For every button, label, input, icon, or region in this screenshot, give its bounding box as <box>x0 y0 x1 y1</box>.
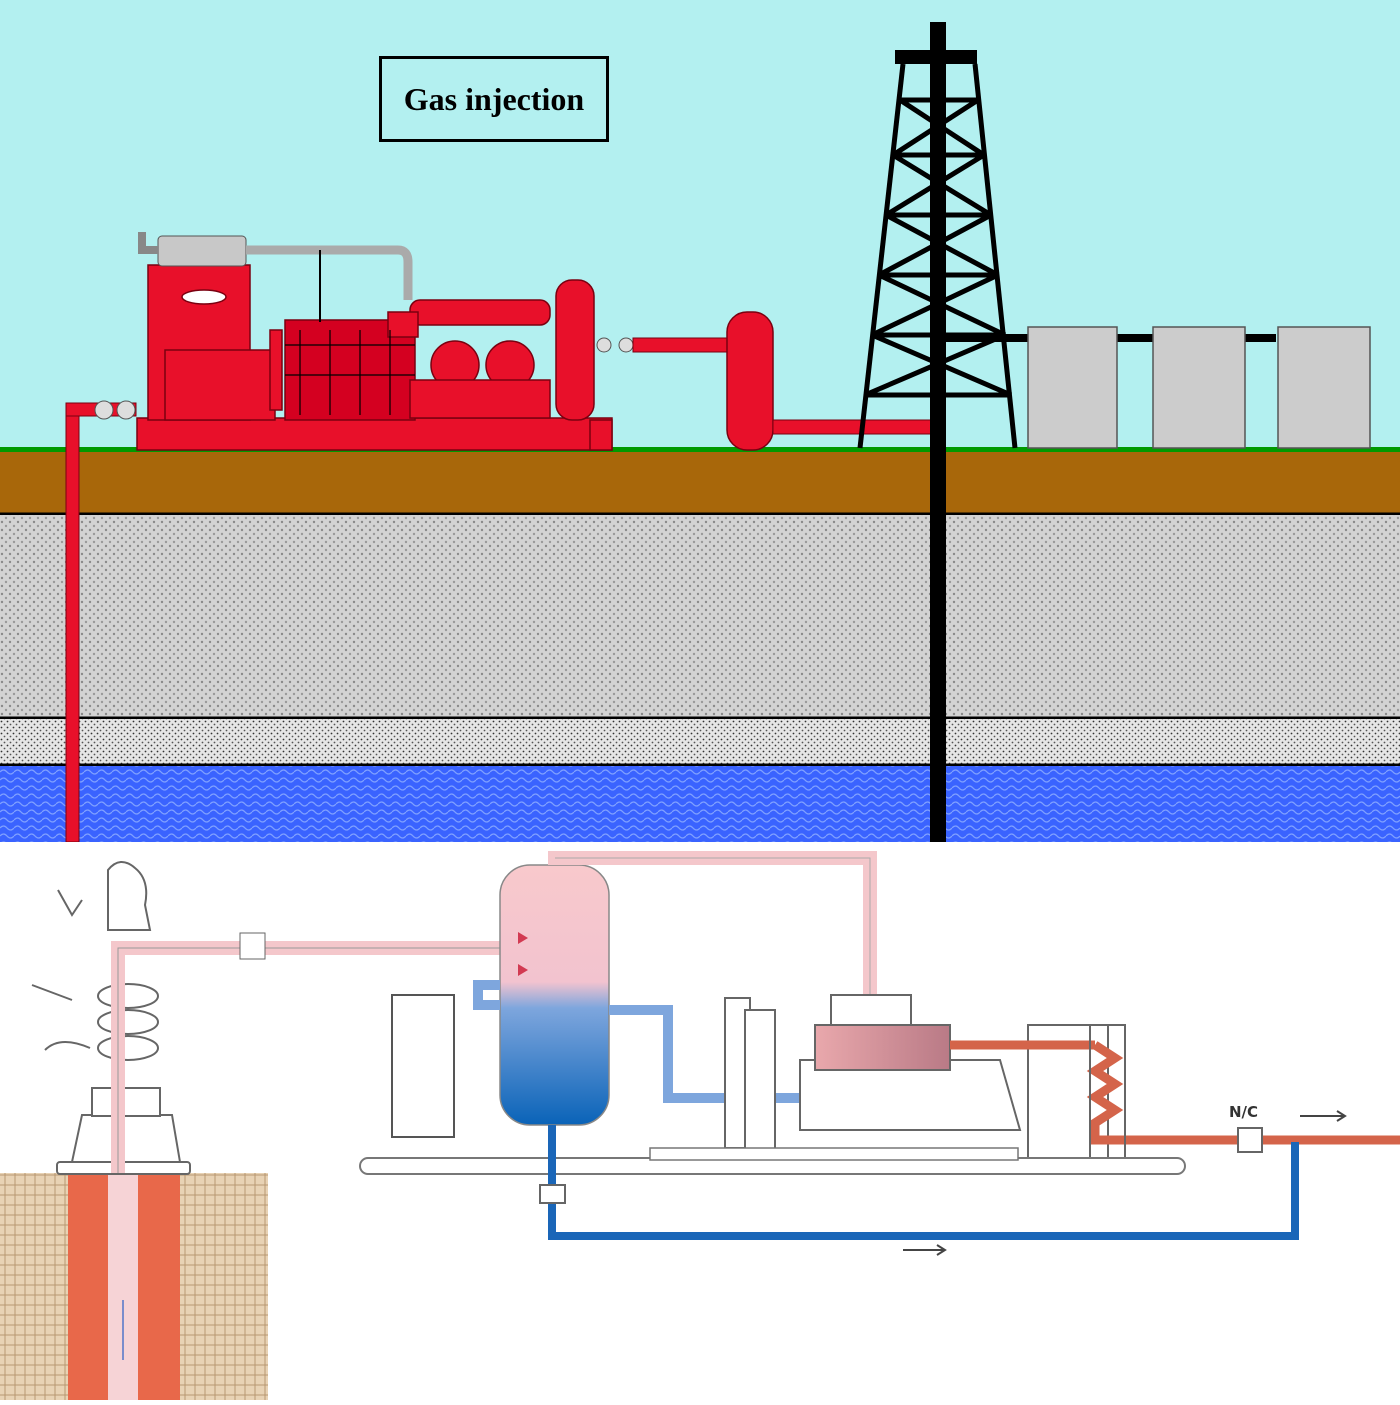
sand-layer <box>0 719 1400 765</box>
compressor-head <box>814 1024 951 1071</box>
injection-pipe <box>65 404 80 843</box>
title-box: Gas injection <box>379 56 609 142</box>
engine-detail <box>285 330 415 415</box>
storage-tanks <box>1027 326 1371 449</box>
discharge-valve-icon <box>596 337 634 353</box>
outlet-arrow-icon <box>1300 1110 1347 1122</box>
well-tubing <box>108 1173 138 1400</box>
storage-tank-1 <box>1027 326 1118 449</box>
scrubber-vessel <box>726 311 774 451</box>
injection-line <box>772 419 936 435</box>
topsoil-layer <box>0 452 1400 514</box>
nc-valve-label: N/C <box>1229 1103 1258 1121</box>
diagram-title: Gas injection <box>403 80 585 117</box>
top-panel <box>0 0 1400 843</box>
return-line <box>548 1125 1299 1240</box>
aquifer-layer <box>0 766 1400 842</box>
bottom-panel: N/C <box>0 842 1400 1400</box>
derrick <box>857 22 1018 842</box>
compressor-skid <box>136 264 613 451</box>
separator-side-nozzle <box>473 980 500 1010</box>
inlet-valve-icon <box>94 400 136 420</box>
grass-line <box>0 447 1400 452</box>
control-cabinet <box>391 994 455 1138</box>
separator-vessel <box>499 864 610 1126</box>
storage-tank-2 <box>1152 326 1246 449</box>
return-arrow-icon <box>903 1244 947 1256</box>
drain-valve-icon <box>539 1184 566 1204</box>
cooler-coil <box>1086 1041 1400 1145</box>
nc-valve-icon <box>1237 1127 1263 1153</box>
flow-meter-icon <box>239 932 266 960</box>
storage-tank-3 <box>1277 326 1371 449</box>
flow-arrow-icons <box>518 932 528 976</box>
rock-layer <box>0 515 1400 718</box>
exhaust-muffler <box>138 232 413 322</box>
